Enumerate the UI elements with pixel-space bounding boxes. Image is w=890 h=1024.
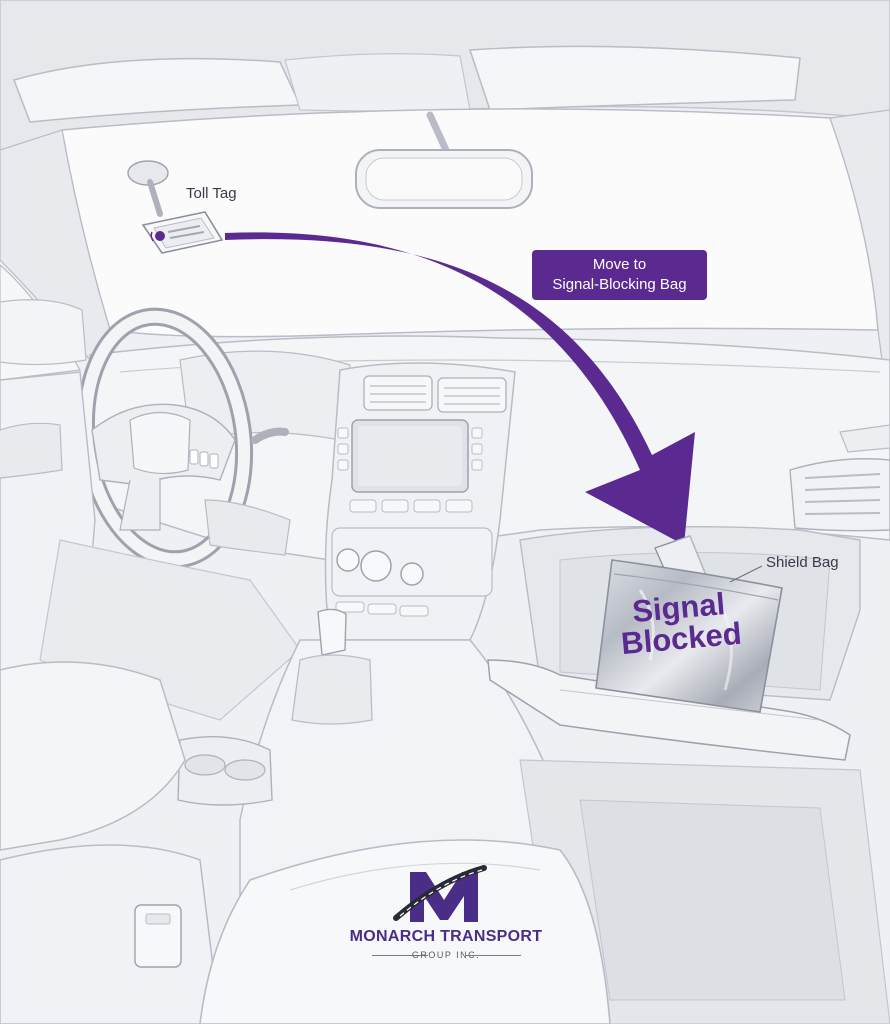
driver-seat-bolster	[0, 661, 186, 851]
logo-sub-divider-left	[372, 955, 428, 956]
center-button-row	[349, 499, 473, 513]
side-mirror	[0, 299, 87, 366]
seat-seam	[289, 862, 541, 891]
move-to-bag-callout: Move to Signal-Blocking Bag	[532, 250, 707, 300]
steering-column	[204, 499, 291, 556]
right-vent-slats	[804, 473, 881, 515]
roof-console	[284, 53, 471, 112]
turn-stalk	[251, 427, 289, 444]
callout-line-1: Move to	[592, 256, 647, 273]
company-subtitle: GROUP INC.	[411, 950, 481, 960]
toll-tag-icon	[155, 231, 165, 241]
glovebox-door-edge	[559, 689, 821, 721]
center-vent-right	[437, 377, 507, 413]
gear-shifter-knob	[317, 608, 347, 656]
toll-tag-label: Toll Tag	[186, 185, 237, 202]
shield-bag-label: Shield Bag	[766, 554, 839, 571]
toll-tag	[127, 160, 224, 254]
lower-button-row	[335, 601, 429, 617]
driver-seat-cushion	[0, 844, 221, 1024]
center-vent-left	[363, 375, 433, 411]
center-vent-slats	[370, 385, 500, 405]
right-sun-visor	[468, 45, 801, 111]
screen-side-buttons	[337, 427, 483, 471]
monarch-m-logo	[393, 865, 487, 922]
floor-mat	[579, 799, 846, 1001]
glovebox-door	[487, 659, 851, 761]
shifter-boot	[291, 654, 373, 725]
dash-speaker-grille	[839, 424, 890, 453]
logo-sub-divider-right	[465, 955, 521, 956]
cup-holder-2	[224, 759, 266, 781]
shield-bag	[595, 535, 783, 713]
shield-bag-leader	[729, 565, 763, 583]
company-name: MONARCH TRANSPORT	[349, 928, 543, 945]
touchscreen-glass	[358, 426, 462, 486]
mirror-stem	[426, 111, 450, 154]
center-knob	[360, 550, 392, 582]
mirror-glass	[365, 157, 523, 201]
door-handle-area	[0, 422, 63, 479]
buckle-slot	[145, 913, 171, 925]
right-vent	[789, 458, 890, 532]
left-knob	[336, 548, 360, 572]
right-knob	[400, 562, 424, 586]
signal-blocked-text: Signal Blocked	[598, 585, 763, 661]
cup-holder-1	[184, 754, 226, 776]
callout-line-2: Signal-Blocking Bag	[552, 276, 687, 293]
move-arrow	[225, 232, 695, 545]
right-a-pillar	[829, 109, 890, 421]
